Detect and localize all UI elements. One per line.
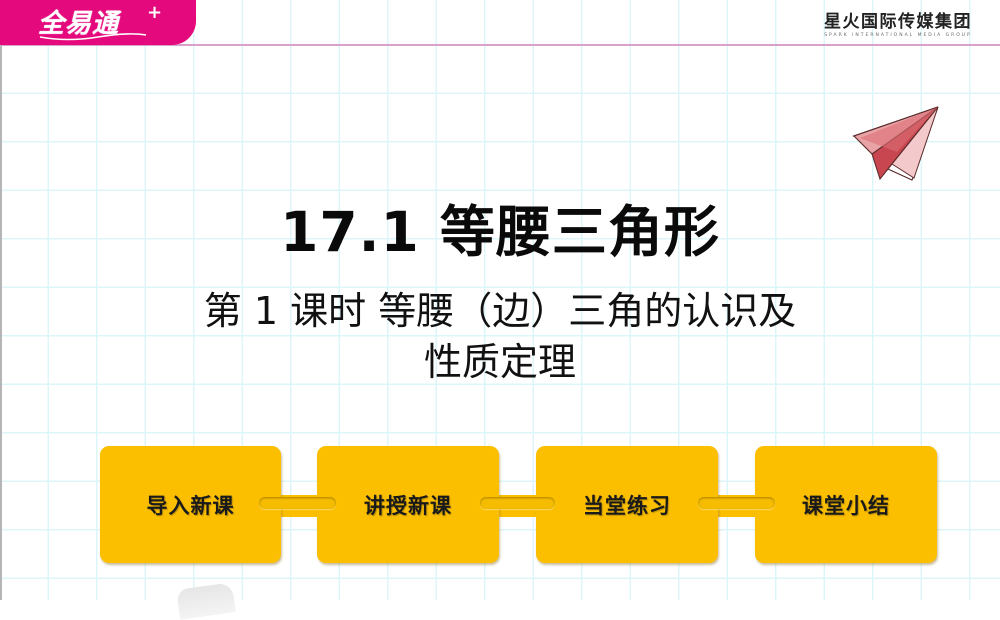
subtitle-line-2: 性质定理 [423,340,576,384]
nav-card-summary[interactable]: 课堂小结 [755,446,937,563]
nav-label-practice: 当堂练习 [583,493,671,518]
subtitle-line-1: 第 1 课时 等腰（边）三角的认识及 [203,289,797,333]
brand-name-cn: 星火国际传媒集团 [824,12,972,32]
nav-card-practice[interactable]: 当堂练习 [536,446,718,563]
logo-plus: + [147,2,163,23]
connector-pill-1 [259,497,336,509]
brand-name-en: SPARK INTERNATIONAL MEDIA GROUP [824,33,972,38]
decorative-shape [176,582,236,620]
connector-pill-3 [698,497,775,509]
slide-title: 17.1 等腰三角形 [280,200,720,264]
nav-card-intro[interactable]: 导入新课 [100,446,281,563]
logo-text: 全易通 [38,9,120,39]
nav-label-new-lesson: 讲授新课 [364,493,452,518]
nav-label-summary: 课堂小结 [802,493,890,518]
logo-tab: 全易通 + [0,0,196,45]
header-divider [0,44,1000,46]
connector-pill-2 [480,497,555,509]
logo-swoosh-icon [39,33,147,41]
left-border [0,45,2,600]
nav-card-new-lesson[interactable]: 讲授新课 [317,446,499,563]
paper-plane-icon [852,106,939,181]
brand-logo: 星火国际传媒集团 SPARK INTERNATIONAL MEDIA GROUP [824,7,972,38]
nav-label-intro: 导入新课 [146,493,235,518]
slide-subtitle: 第 1 课时 等腰（边）三角的认识及 性质定理 [100,286,900,388]
